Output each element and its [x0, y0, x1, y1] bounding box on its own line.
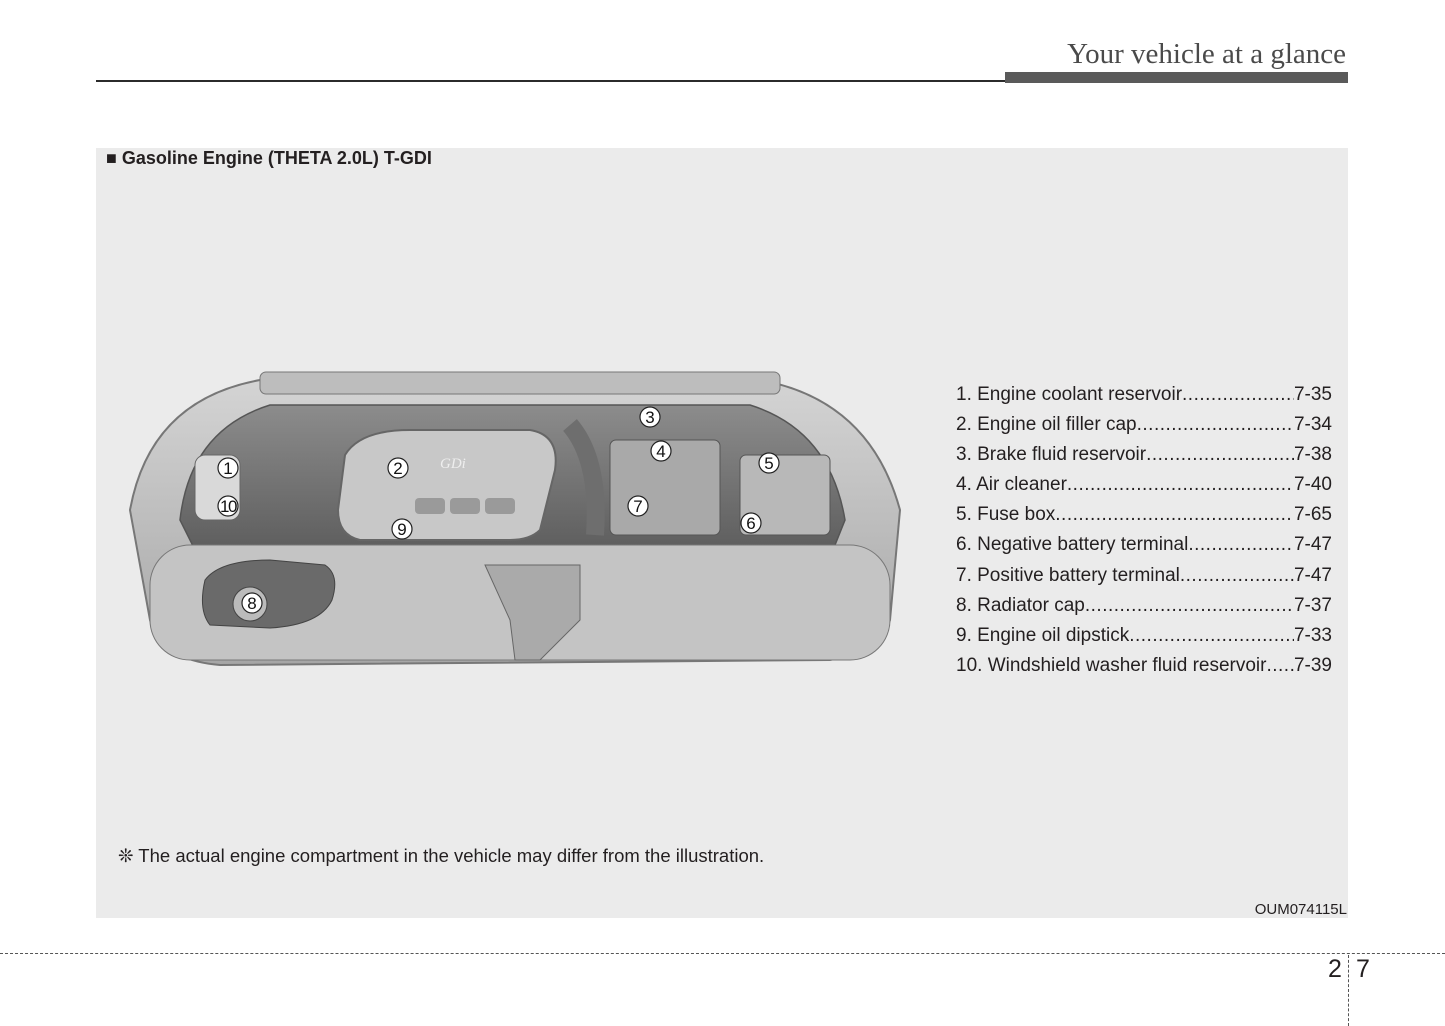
- leader-dots: [1067, 474, 1294, 496]
- page-number-divider: [1348, 955, 1349, 1026]
- leader-dots: [1085, 595, 1294, 617]
- engine-cover-rib: [415, 498, 445, 514]
- legend-item: 8. Radiator cap 7-37: [956, 595, 1332, 625]
- legend-item: 5. Fuse box 7-65: [956, 504, 1332, 534]
- fuse-box: [739, 454, 831, 536]
- hood-latch-bracket: [484, 564, 581, 661]
- hood-hinge-bar: [259, 371, 781, 395]
- svg-text:10: 10: [220, 497, 237, 516]
- svg-text:5: 5: [764, 454, 773, 473]
- header-rule-accent: [1005, 72, 1348, 83]
- callout-5: 5: [758, 452, 780, 474]
- legend-page-ref: 7-65: [1293, 504, 1332, 526]
- callout-3: 3: [639, 406, 661, 428]
- component-legend: 1. Engine coolant reservoir 7-35 2. Engi…: [956, 384, 1332, 685]
- legend-page-ref: 7-38: [1293, 444, 1332, 466]
- legend-page-ref: 7-33: [1293, 624, 1332, 646]
- gdi-badge-text: GDi: [440, 456, 466, 472]
- engine-cover: [336, 429, 557, 541]
- legend-item: 7. Positive battery terminal 7-47: [956, 565, 1332, 595]
- callout-10: 10: [217, 495, 239, 517]
- section-title: ■ Gasoline Engine (THETA 2.0L) T-GDI: [106, 148, 432, 168]
- leader-dots: [1266, 655, 1294, 677]
- legend-item: 6. Negative battery terminal 7-47: [956, 534, 1332, 564]
- legend-item: 3. Brake fluid reservoir 7-38: [956, 444, 1332, 474]
- legend-label: 9. Engine oil dipstick: [956, 624, 1130, 646]
- callout-8: 8: [241, 592, 263, 614]
- legend-item: 1. Engine coolant reservoir 7-35: [956, 384, 1332, 414]
- leader-dots: [1180, 565, 1294, 587]
- leader-dots: [1055, 504, 1294, 526]
- leader-dots: [1188, 534, 1294, 556]
- intake-hose: [562, 419, 605, 536]
- header-rule: [96, 80, 1006, 82]
- svg-text:1: 1: [223, 459, 232, 478]
- legend-label: 4. Air cleaner: [956, 474, 1067, 496]
- legend-page-ref: 7-35: [1293, 384, 1332, 405]
- legend-page-ref: 7-34: [1293, 414, 1332, 436]
- legend-label: 3. Brake fluid reservoir: [956, 444, 1147, 466]
- legend-label: 10. Windshield washer fluid reservoir: [956, 654, 1267, 676]
- svg-text:9: 9: [397, 520, 406, 539]
- page-number: 7: [1356, 955, 1370, 983]
- illustration-disclaimer: ❊ The actual engine compartment in the v…: [118, 845, 765, 866]
- callout-4: 4: [650, 440, 672, 462]
- legend-label: 6. Negative battery terminal: [956, 534, 1189, 556]
- engine-cover-rib: [485, 498, 515, 514]
- svg-text:4: 4: [656, 442, 665, 461]
- callout-2: 2: [387, 457, 409, 479]
- legend-item: 9. Engine oil dipstick 7-33: [956, 625, 1332, 655]
- callout-7: 7: [627, 495, 649, 517]
- footer-dashed-rule: [0, 953, 1445, 954]
- leader-dots: [1146, 444, 1294, 466]
- radiator-cap-recess: [201, 559, 336, 629]
- legend-label: 5. Fuse box: [956, 504, 1056, 526]
- callout-1: 1: [217, 457, 239, 479]
- legend-label: 1. Engine coolant reservoir: [956, 384, 1183, 405]
- svg-text:2: 2: [393, 459, 402, 478]
- legend-page-ref: 7-40: [1293, 474, 1332, 496]
- legend-label: 2. Engine oil filler cap: [956, 414, 1137, 436]
- svg-text:6: 6: [746, 514, 755, 533]
- legend-item: 2. Engine oil filler cap 7-34: [956, 414, 1332, 444]
- svg-text:7: 7: [633, 497, 642, 516]
- running-header-title: Your vehicle at a glance: [1067, 38, 1346, 70]
- page-chapter-number: 2: [1328, 955, 1342, 983]
- leader-dots: [1182, 384, 1294, 406]
- legend-item: 4. Air cleaner 7-40: [956, 474, 1332, 504]
- engine-cover-rib: [450, 498, 480, 514]
- callout-6: 6: [740, 512, 762, 534]
- leader-dots: [1137, 414, 1294, 436]
- legend-page-ref: 7-37: [1293, 594, 1332, 616]
- legend-label: 7. Positive battery terminal: [956, 564, 1180, 586]
- legend-page-ref: 7-39: [1293, 654, 1332, 676]
- legend-page-ref: 7-47: [1293, 564, 1332, 586]
- callout-9: 9: [391, 518, 413, 540]
- figure-code: OUM074115L: [1254, 901, 1347, 918]
- legend-label: 8. Radiator cap: [956, 594, 1085, 616]
- svg-text:3: 3: [645, 408, 654, 427]
- legend-page-ref: 7-47: [1293, 534, 1332, 556]
- svg-text:8: 8: [247, 594, 256, 613]
- engine-compartment-illustration: GDi 1 2 3 4 5 6 7 8 9: [128, 371, 902, 667]
- legend-item: 10. Windshield washer fluid reservoir 7-…: [956, 655, 1332, 685]
- leader-dots: [1129, 625, 1294, 647]
